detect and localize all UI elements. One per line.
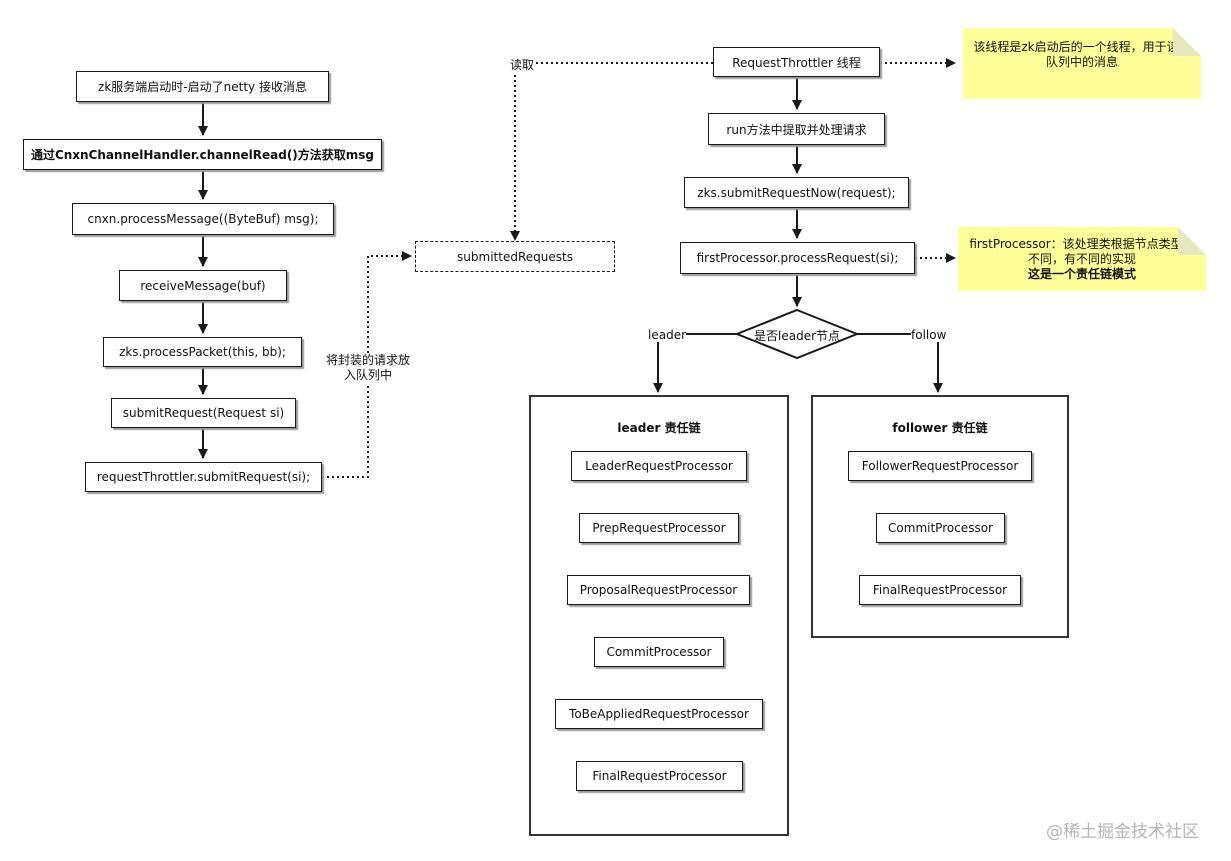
first-processor-note: firstProcessor：该处理类根据节点类型的不同，有不同的实现 这是一个… <box>958 227 1206 291</box>
follower-request-processor: FollowerRequestProcessor <box>848 451 1032 481</box>
receive-message-box: receiveMessage(buf) <box>119 270 287 301</box>
decision-label: 是否leader节点 <box>754 329 841 343</box>
leader-final-request-processor: FinalRequestProcessor <box>576 761 743 791</box>
netty-start-box: zk服务端启动时-启动了netty 接收消息 <box>76 71 329 102</box>
proposal-request-processor: ProposalRequestProcessor <box>567 575 750 605</box>
enqueue-label: 将封装的请求放入队列中 <box>325 353 411 383</box>
submitted-requests-queue: submittedRequests <box>415 241 615 272</box>
submit-request-box: submitRequest(Request si) <box>111 398 296 428</box>
submit-request-now-box: zks.submitRequestNow(request); <box>684 177 909 208</box>
follow-branch-label: follow <box>911 328 947 342</box>
leader-request-processor: LeaderRequestProcessor <box>571 451 747 481</box>
first-processor-note-bold: 这是一个责任链模式 <box>1027 267 1136 281</box>
follower-chain-title: follower 责任链 <box>892 421 988 435</box>
first-processor-box: firstProcessor.processRequest(si); <box>680 242 915 274</box>
edge-read <box>510 62 713 241</box>
throttler-submit-box: requestThrottler.submitRequest(si); <box>85 462 322 492</box>
watermark: @稀土掘金技术社区 <box>1046 822 1199 842</box>
prep-request-processor: PrepRequestProcessor <box>579 513 739 543</box>
follower-commit-processor: CommitProcessor <box>876 513 1005 543</box>
edge-decision-follower <box>857 333 943 393</box>
channel-read-box: 通过CnxnChannelHandler.channelRead()方法获取ms… <box>23 139 382 170</box>
thread-note-text: 该线程是zk启动后的一个线程，用于读取队列中的消息 <box>973 40 1191 69</box>
leader-branch-label: leader <box>648 328 687 342</box>
process-packet-box: zks.processPacket(this, bb); <box>103 337 302 367</box>
run-method-box: run方法中提取并处理请求 <box>708 113 885 145</box>
process-message-box: cnxn.processMessage((ByteBuf) msg); <box>72 203 334 235</box>
first-processor-note-text: firstProcessor：该处理类根据节点类型的不同，有不同的实现 <box>969 237 1195 266</box>
decision-diamond <box>734 308 860 360</box>
leader-commit-processor: CommitProcessor <box>594 637 724 667</box>
read-label: 读取 <box>510 56 535 73</box>
request-throttler-thread-box: RequestThrottler 线程 <box>713 47 880 77</box>
edge-decision-leader <box>653 333 737 393</box>
follower-final-request-processor: FinalRequestProcessor <box>859 575 1021 605</box>
to-be-applied-request-processor: ToBeAppliedRequestProcessor <box>555 699 763 729</box>
thread-note: 该线程是zk启动后的一个线程，用于读取队列中的消息 <box>963 28 1201 99</box>
leader-chain-title: leader 责任链 <box>617 421 701 435</box>
